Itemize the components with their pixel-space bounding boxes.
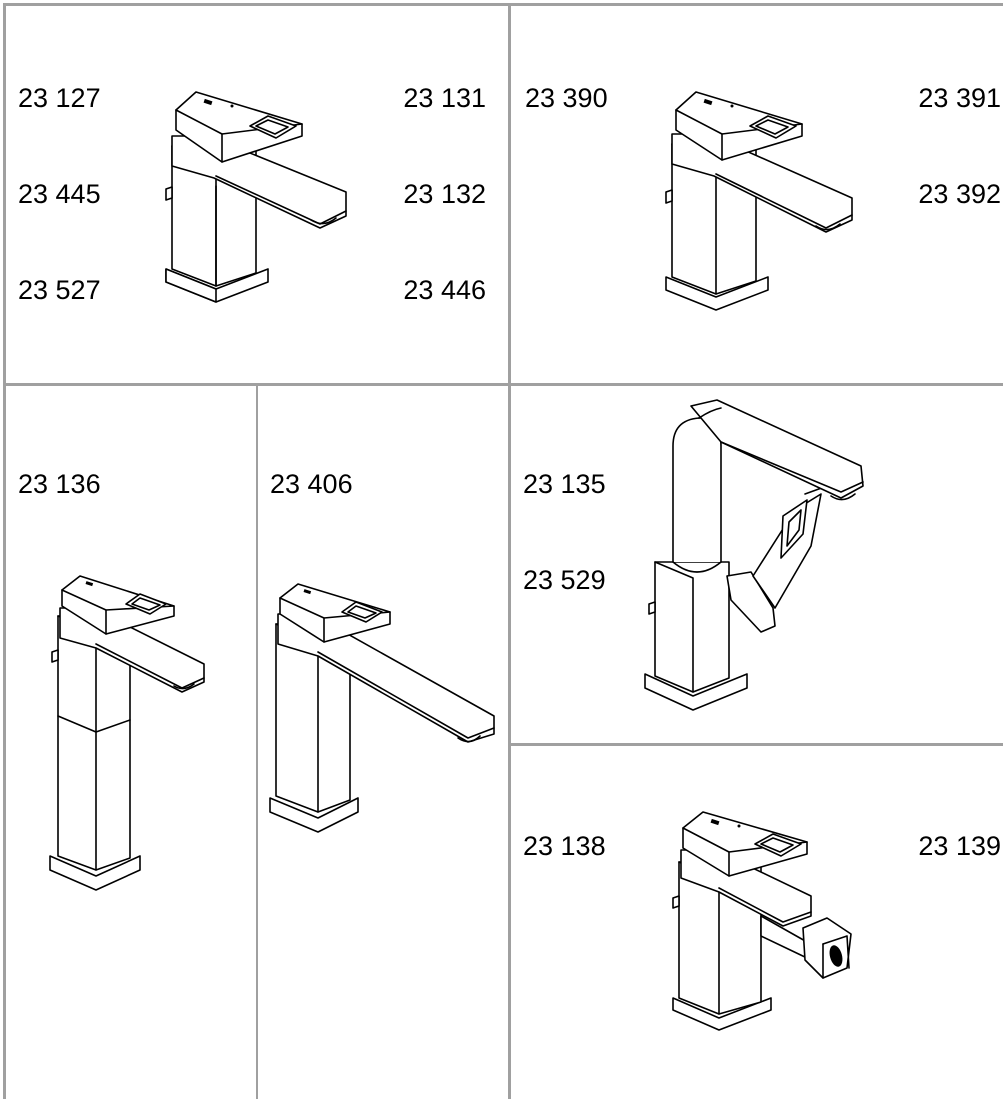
codes-left: 23 127 23 445 23 527	[18, 18, 101, 370]
article-code: 23 392	[918, 179, 1001, 209]
article-code: 23 446	[403, 275, 486, 305]
codes-right: 23 391 23 392	[918, 18, 1001, 274]
grid-divider-vertical-main	[508, 3, 511, 1099]
panel-mid-left: 23 136	[6, 386, 256, 1099]
article-code: 23 527	[18, 275, 101, 305]
article-code: 23 135	[523, 469, 606, 499]
article-code: 23 131	[403, 83, 486, 113]
panel-bottom-right: 23 138 23 139	[511, 746, 1003, 1099]
codes-left: 23 135 23 529	[523, 404, 606, 660]
faucet-basin-mixer-drawing	[665, 91, 853, 311]
article-code: 23 132	[403, 179, 486, 209]
article-code: 23 139	[918, 831, 1001, 861]
faucet-basin-mixer-drawing	[165, 91, 347, 303]
codes-left: 23 406	[270, 404, 353, 564]
article-code: 23 127	[18, 83, 101, 113]
article-code: 23 136	[18, 469, 101, 499]
faucet-tall-basin-mixer-drawing	[49, 575, 205, 891]
panel-mid-center: 23 406	[258, 386, 508, 1099]
grid-outer-top	[3, 3, 1003, 6]
panel-top-right: 23 390 23 391 23 392	[511, 6, 1003, 383]
article-code: 23 390	[525, 83, 608, 113]
faucet-bidet-mixer-drawing	[672, 811, 852, 1031]
grid-divider-horizontal-top	[3, 383, 1003, 386]
article-code: 23 406	[270, 469, 353, 499]
panel-mid-right: 23 135 23 529	[511, 386, 1003, 743]
grid-outer-left	[3, 3, 6, 1099]
article-code: 23 138	[523, 831, 606, 861]
faucet-extended-spout-drawing	[269, 583, 495, 833]
grid-divider-vertical-mid	[256, 383, 258, 1099]
panel-top-left: 23 127 23 445 23 527 23 131 23 132 23 44…	[6, 6, 508, 383]
article-code: 23 529	[523, 565, 606, 595]
faucet-high-spout-side-lever-drawing	[644, 399, 864, 711]
article-code: 23 445	[18, 179, 101, 209]
codes-right: 23 139	[918, 766, 1001, 926]
codes-left: 23 390	[525, 18, 608, 178]
codes-right: 23 131 23 132 23 446	[403, 18, 486, 370]
codes-left: 23 136	[18, 404, 101, 564]
article-code: 23 391	[918, 83, 1001, 113]
grid-divider-horizontal-bottom	[511, 743, 1003, 746]
codes-left: 23 138	[523, 766, 606, 926]
